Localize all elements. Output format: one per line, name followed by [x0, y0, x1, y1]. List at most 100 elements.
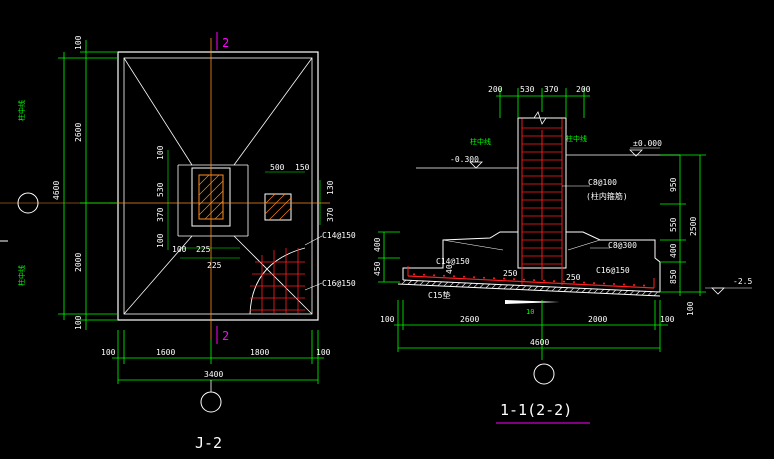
cushion-hatch-line	[413, 280, 419, 285]
rebar-dot	[413, 273, 415, 276]
dim-left-2: 2600	[74, 123, 83, 142]
dim-40: 40	[445, 264, 454, 274]
dim-sec-left-2: 450	[373, 261, 382, 276]
rebar-slope-label: C8@300	[608, 241, 637, 250]
elev-bottom: -2.5	[733, 277, 752, 286]
cushion-hatch-line	[641, 290, 647, 296]
cushion-hatch-line	[479, 283, 485, 288]
dim-sec-top-2: 530	[520, 85, 535, 94]
rebar-left-label: C14@150	[436, 257, 470, 266]
dim-boxv-2: 370	[326, 207, 335, 222]
cushion-hatch-line	[431, 281, 437, 286]
note-section-2: 柱中线	[566, 134, 587, 143]
cushion-hatch-line	[545, 286, 551, 291]
arrow-10	[505, 300, 560, 304]
rebar-dot	[433, 274, 435, 277]
cushion-hatch-line	[401, 279, 407, 285]
cushion-hatch-line	[449, 281, 455, 287]
dim-sec-right-3: 400	[669, 243, 678, 258]
rebar-col-note: (柱内箍筋)	[586, 191, 628, 201]
cushion-label: C15垫	[428, 290, 450, 300]
cushion-hatch-line	[455, 282, 461, 287]
section-view: -0.300 ±0.000 -2.5 柱中线 柱中线 C8@100 (柱内箍筋)…	[373, 85, 752, 424]
rebar-right-label: C16@150	[596, 266, 630, 275]
dim-bottom-total: 3400	[204, 370, 223, 379]
rebar-dot	[473, 276, 475, 279]
dim-colh-1: 100	[172, 245, 187, 254]
rebar-dot	[423, 273, 425, 276]
cushion-hatch-line	[527, 285, 533, 291]
cushion-hatch-line	[533, 285, 539, 291]
cushion-hatch-line	[521, 285, 527, 290]
cushion-hatch-line	[503, 284, 509, 289]
dim-bottom-4: 100	[316, 348, 331, 357]
rebar-dot	[573, 281, 575, 284]
dim-colh-3: 225	[207, 261, 222, 270]
dim-sec-right-total: 2500	[689, 217, 698, 236]
rebar-dot	[633, 284, 635, 287]
rebar-dot	[543, 279, 545, 282]
section-mark-top: 2	[222, 36, 229, 50]
footing-outline	[117, 51, 319, 321]
dim-left-4: 100	[74, 315, 83, 330]
rebar-dot	[513, 278, 515, 281]
cushion-hatch-line	[617, 289, 623, 295]
cushion-hatch-line	[515, 285, 521, 290]
cushion-hatch-line	[485, 283, 491, 289]
cushion-hatch-line	[599, 288, 605, 294]
detail-box	[264, 193, 292, 221]
dim-sec-bot-2: 2600	[460, 315, 479, 324]
rebar-dot	[643, 284, 645, 287]
cushion-hatch-line	[635, 290, 641, 296]
cushion-hatch-line	[629, 290, 635, 295]
section-bottom-dim-lines	[394, 300, 668, 360]
cushion-hatch-line	[557, 287, 563, 292]
dim-col-2: 530	[156, 182, 165, 197]
dim-sec-bot-4: 100	[660, 315, 675, 324]
mark-10: 10	[526, 308, 534, 316]
dim-sec-right-5: 100	[686, 301, 695, 316]
axis-bubble-left	[17, 192, 39, 214]
dim-sec-bot-3: 2000	[588, 315, 607, 324]
dim-sec-top-1: 200	[488, 85, 503, 94]
rebar-dot	[483, 276, 485, 279]
dim-sec-right-4: 850	[669, 269, 678, 284]
cushion-hatch-line	[407, 280, 413, 285]
footing-inner-outline	[123, 57, 313, 315]
rebar-dot	[533, 279, 535, 282]
plan-view: 2 2 C14@150 C16@150 100	[0, 32, 356, 452]
cushion-hatch-line	[581, 288, 587, 293]
rebar-dot	[523, 278, 525, 281]
cushion-hatch-line	[593, 288, 599, 294]
rebar-dot	[563, 280, 565, 283]
dim-sec-left-1: 400	[373, 237, 382, 252]
plan-title: J-2	[195, 434, 222, 452]
rebar-dot	[463, 275, 465, 278]
dim-boxv-1: 130	[326, 180, 335, 195]
rebar-dot	[613, 283, 615, 286]
bottom-dim-lines	[112, 330, 324, 384]
cushion-hatch-line	[473, 283, 479, 288]
cushion-hatch-line	[461, 282, 467, 287]
cushion-hatch-line	[575, 287, 581, 293]
rebar-dot	[553, 280, 555, 283]
cushion-hatch-line	[647, 291, 653, 296]
rebar-dot	[453, 275, 455, 278]
dim-bottom-3: 1800	[250, 348, 269, 357]
cushion-hatch-line	[491, 283, 497, 289]
dim-box-2: 150	[295, 163, 310, 172]
rebar-quarter	[249, 247, 306, 315]
dim-col-3: 370	[156, 207, 165, 222]
dim-bottom-2: 1600	[156, 348, 175, 357]
dim-col-4: 100	[156, 233, 165, 248]
note-left-2: 柱中线	[17, 265, 26, 286]
rebar-dot	[593, 282, 595, 285]
dim-sec-right-1: 950	[669, 177, 678, 192]
cushion-hatch-line	[623, 290, 629, 295]
dim-box-1: 500	[270, 163, 285, 172]
dim-left-total: 4600	[52, 181, 61, 200]
cushion-hatch-line	[467, 282, 473, 288]
axis-bubble-bottom	[200, 391, 222, 413]
elev-neg: -0.300	[450, 155, 479, 164]
